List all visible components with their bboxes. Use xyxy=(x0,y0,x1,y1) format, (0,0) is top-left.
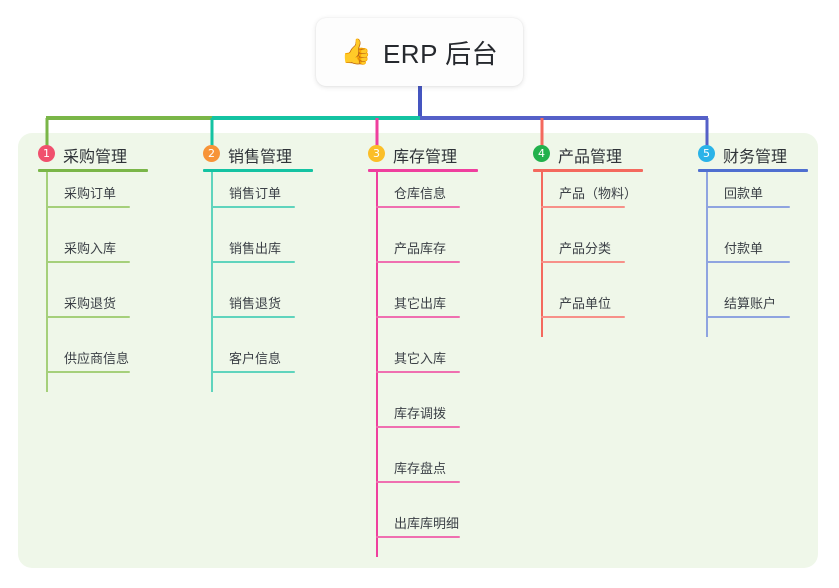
branch-underline xyxy=(368,169,478,172)
branch-item-label: 结算账户 xyxy=(724,296,777,311)
branch-item-label: 库存调拨 xyxy=(394,406,447,421)
branch-item-label: 客户信息 xyxy=(229,351,282,366)
branch-item-underline xyxy=(211,206,295,208)
branch-item-underline xyxy=(211,371,295,373)
branch-item-underline xyxy=(211,261,295,263)
branch-item-label: 销售出库 xyxy=(229,241,282,256)
branch-number-badge: 1 xyxy=(38,145,55,162)
branch-item-label: 采购入库 xyxy=(64,241,117,256)
branch-item-underline xyxy=(541,206,625,208)
branch-title: 财务管理 xyxy=(723,149,788,166)
branch-item-label: 出库库明细 xyxy=(394,516,460,531)
branch-spine xyxy=(541,172,543,337)
branch-item-label: 产品库存 xyxy=(394,241,447,256)
root-node-content: 👍 ERP 后台 xyxy=(341,34,498,71)
branch-item-label: 付款单 xyxy=(724,241,764,256)
branch-item-label: 回款单 xyxy=(724,186,764,201)
branch-item-underline xyxy=(706,206,790,208)
branch-number-badge: 3 xyxy=(368,145,385,162)
root-node-title: ERP 后台 xyxy=(382,38,499,69)
branch-item-label: 销售订单 xyxy=(229,186,282,201)
branch-spine xyxy=(211,172,213,392)
branch-spine xyxy=(46,172,48,392)
thumbs-up-icon: 👍 xyxy=(340,37,372,66)
branch-item-underline xyxy=(211,316,295,318)
branch-item-label: 库存盘点 xyxy=(394,461,447,476)
branch-item-underline xyxy=(376,426,460,428)
branch-spine xyxy=(376,172,378,557)
branch-item-underline xyxy=(46,261,130,263)
branch-title: 库存管理 xyxy=(393,149,458,166)
branch-item-label: 采购订单 xyxy=(64,186,117,201)
branch-item-underline xyxy=(46,316,130,318)
branch-underline xyxy=(38,169,148,172)
branch-underline xyxy=(203,169,313,172)
branch-item-label: 产品（物料） xyxy=(559,186,638,201)
branch-item-label: 采购退货 xyxy=(64,296,117,311)
branch-item-underline xyxy=(46,371,130,373)
branch-item-underline xyxy=(376,316,460,318)
branch-item-underline xyxy=(376,371,460,373)
branch-number-badge: 2 xyxy=(203,145,220,162)
diagram-background-panel xyxy=(18,133,818,568)
branch-item-label: 其它出库 xyxy=(394,296,447,311)
branch-item-underline xyxy=(376,261,460,263)
branch-item-label: 其它入库 xyxy=(394,351,447,366)
branch-spine xyxy=(706,172,708,337)
branch-item-underline xyxy=(376,481,460,483)
branch-item-label: 产品单位 xyxy=(559,296,612,311)
branch-underline xyxy=(698,169,808,172)
branch-underline xyxy=(533,169,643,172)
branch-title: 产品管理 xyxy=(558,149,623,166)
branch-item-underline xyxy=(46,206,130,208)
branch-item-label: 销售退货 xyxy=(229,296,282,311)
branch-item-underline xyxy=(541,261,625,263)
branch-number-badge: 5 xyxy=(698,145,715,162)
branch-item-underline xyxy=(706,261,790,263)
branch-item-underline xyxy=(376,206,460,208)
branch-item-label: 产品分类 xyxy=(559,241,612,256)
branch-title: 采购管理 xyxy=(63,149,128,166)
branch-item-label: 供应商信息 xyxy=(64,351,130,366)
branch-item-underline xyxy=(376,536,460,538)
branch-title: 销售管理 xyxy=(228,149,293,166)
branch-item-underline xyxy=(706,316,790,318)
branch-item-label: 仓库信息 xyxy=(394,186,447,201)
root-node-card[interactable]: 👍 ERP 后台 xyxy=(316,18,523,86)
branch-item-underline xyxy=(541,316,625,318)
branch-number-badge: 4 xyxy=(533,145,550,162)
